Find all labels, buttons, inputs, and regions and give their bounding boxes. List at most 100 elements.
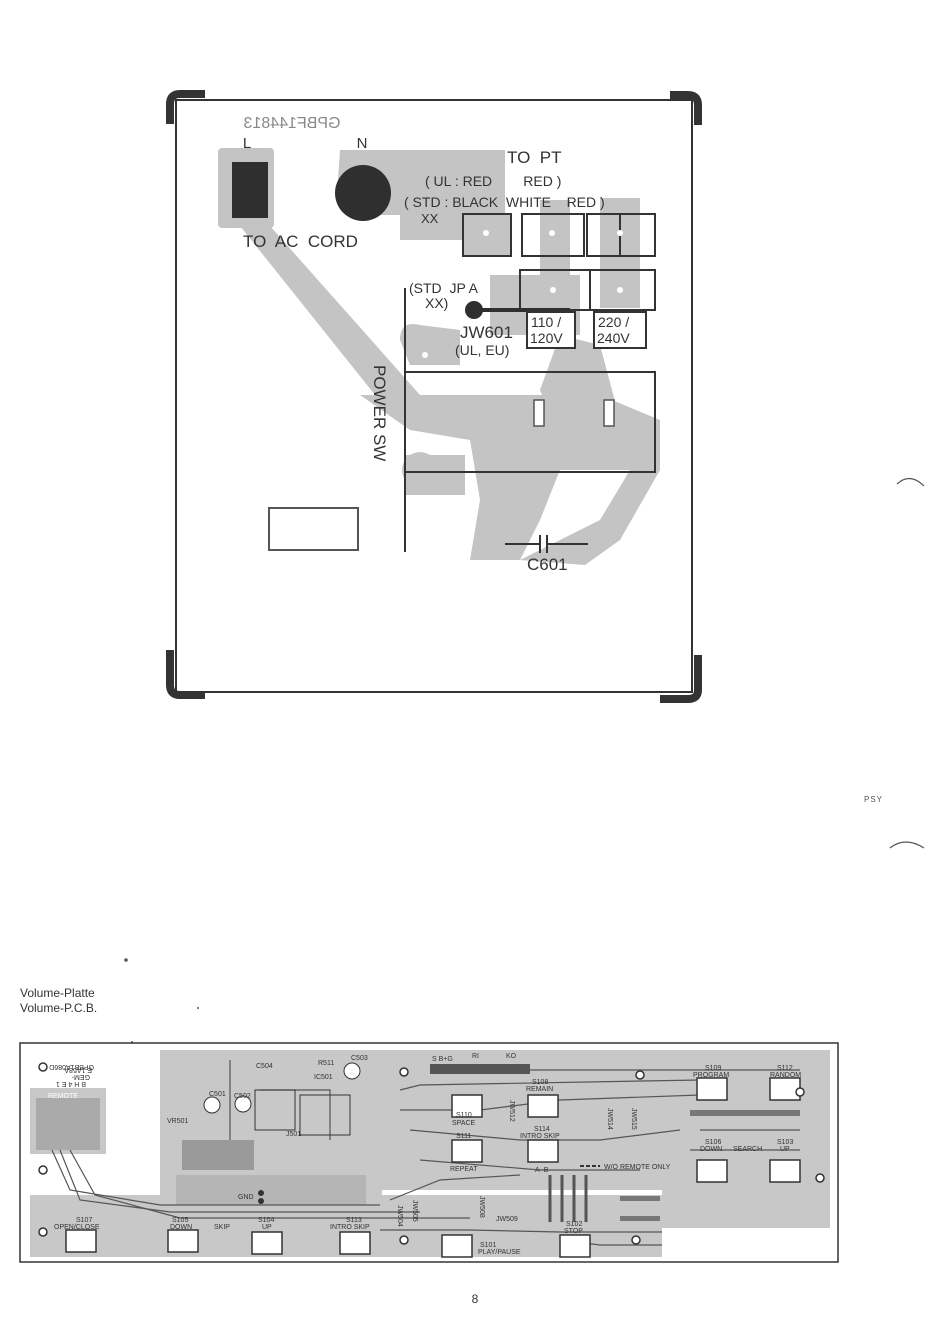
- volume-pcb-caption: Volume-Platte Volume-P.C.B.: [20, 986, 97, 1016]
- label-wo-remote-only: W/O REMOTE ONLY: [604, 1164, 671, 1171]
- voltage-box-220-240: [593, 311, 647, 349]
- component-outline: [268, 507, 359, 551]
- label-skip: SKIP: [214, 1224, 230, 1231]
- label-jw508: JW508: [478, 1196, 485, 1218]
- label-s103: S103: [777, 1139, 793, 1146]
- switch-s107: [65, 1229, 97, 1253]
- power-pcb-outline: [175, 99, 693, 693]
- label-std-jpa: (STD JP A: [409, 280, 479, 296]
- label-to-pt: TO PT: [507, 148, 561, 167]
- voltage-connector: [519, 269, 656, 311]
- label-j501: J501: [286, 1131, 301, 1138]
- label-n: N: [357, 135, 368, 152]
- switch-s105: [167, 1229, 199, 1253]
- switch-s112: [769, 1077, 801, 1101]
- label-search: SEARCH: [733, 1146, 762, 1153]
- label-random: RANDOM: [770, 1072, 801, 1079]
- label-s104: S104: [258, 1217, 274, 1224]
- label-s110: S110: [456, 1112, 472, 1119]
- label-play-pause: PLAY/PAUSE: [478, 1249, 521, 1256]
- label-jw504: JW504: [396, 1205, 403, 1227]
- volume-trace-lines: [51, 1060, 800, 1246]
- label-vr501: VR501: [167, 1118, 189, 1125]
- switch-s108: [527, 1094, 559, 1118]
- label-jw514: JW514: [606, 1108, 613, 1130]
- caption-line-2: Volume-P.C.B.: [20, 1001, 98, 1015]
- label-r511: R511: [318, 1060, 334, 1067]
- label-s107: S107: [76, 1217, 92, 1224]
- label-jw509: JW509: [496, 1216, 518, 1223]
- volume-code-2: E 1A58A: [64, 1066, 92, 1073]
- switch-s102: [559, 1234, 591, 1258]
- switch-s104: [251, 1231, 283, 1255]
- pt-connector-2: [521, 213, 585, 257]
- label-to-ac-cord: TO AC CORD: [243, 232, 358, 251]
- volume-pcb-labels: GPBB1A086D E 1A58A GEM- B H 4 E 1 REMOTE…: [48, 1053, 801, 1256]
- label-sbg: S B+G: [432, 1056, 453, 1063]
- label-120v: 120V: [530, 330, 563, 346]
- switch-s101: [441, 1234, 473, 1258]
- label-s112: S112: [777, 1065, 793, 1072]
- label-s101: S101: [480, 1242, 496, 1249]
- label-c503: C503: [351, 1055, 368, 1062]
- label-s109: S109: [705, 1065, 721, 1072]
- volume-code-3: GEM-: [71, 1073, 90, 1080]
- caption-line-1: Volume-Platte: [20, 986, 95, 1000]
- label-up-search: UP: [780, 1146, 790, 1153]
- switch-s110: [451, 1094, 483, 1118]
- part-code: GPBF144813: [243, 115, 340, 132]
- page-number: 8: [471, 1292, 479, 1306]
- label-gnd: GND: [238, 1194, 254, 1201]
- label-ri: RI: [472, 1053, 479, 1060]
- switch-s106: [696, 1159, 728, 1183]
- label-xx-1: XX: [421, 211, 439, 226]
- label-down-search: DOWN: [700, 1146, 722, 1153]
- switch-s113: [339, 1231, 371, 1255]
- label-110: 110 /: [531, 314, 561, 330]
- volume-pcb: [19, 1042, 839, 1263]
- label-up: UP: [262, 1224, 272, 1231]
- label-s106: S106: [705, 1139, 721, 1146]
- label-jw515: JW515: [630, 1108, 637, 1130]
- switch-s109: [696, 1077, 728, 1101]
- label-l: L: [243, 135, 251, 152]
- n-terminal: [335, 165, 391, 221]
- remote-label: REMOTE: [48, 1093, 78, 1100]
- label-down: DOWN: [170, 1224, 192, 1231]
- label-ic501: IC501: [314, 1074, 333, 1081]
- label-space: SPACE: [452, 1120, 476, 1127]
- margin-mark: PSY: [864, 795, 884, 804]
- label-s113: S113: [346, 1217, 362, 1224]
- label-std-line: ( STD : BLACK WHITE RED ): [404, 194, 605, 210]
- label-intro-skip-2: INTRO SKIP: [520, 1133, 560, 1140]
- label-s105: S105: [172, 1217, 188, 1224]
- label-c601: C601: [527, 555, 568, 574]
- label-ul-line: ( UL : RED RED ): [425, 173, 561, 189]
- l-terminal: [232, 162, 268, 218]
- label-jw512: JW512: [508, 1100, 515, 1122]
- power-traces: [218, 148, 660, 565]
- volume-code-1: GPBB1A086D: [49, 1063, 94, 1070]
- label-s114: S114: [534, 1126, 550, 1133]
- volume-code-4: B H 4 E 1: [56, 1080, 86, 1087]
- label-c504: C504: [256, 1063, 273, 1070]
- label-240v: 240V: [597, 330, 630, 346]
- label-intro-skip-1: INTRO SKIP: [330, 1224, 370, 1231]
- label-stop: STOP: [564, 1228, 583, 1235]
- label-remain: REMAIN: [526, 1086, 553, 1093]
- label-ko: KO: [506, 1053, 517, 1060]
- power-pcb: GPBF144813 L N TO PT ( UL : RED RED ) ( …: [166, 90, 702, 703]
- label-c501: C501: [209, 1091, 226, 1098]
- label-power-sw: POWER SW: [370, 365, 389, 461]
- voltage-box-110-120: [526, 311, 576, 349]
- pt-connector-1: [462, 213, 512, 257]
- label-jw505: JW505: [411, 1200, 418, 1222]
- label-s111: S111: [456, 1133, 471, 1140]
- label-a-b: A−B: [535, 1167, 549, 1174]
- label-ul-eu: (UL, EU): [455, 342, 509, 358]
- label-xx-2: XX): [425, 295, 448, 311]
- switch-s114: [527, 1139, 559, 1163]
- c601-capacitor: [505, 535, 588, 553]
- label-jw601: JW601: [460, 323, 513, 342]
